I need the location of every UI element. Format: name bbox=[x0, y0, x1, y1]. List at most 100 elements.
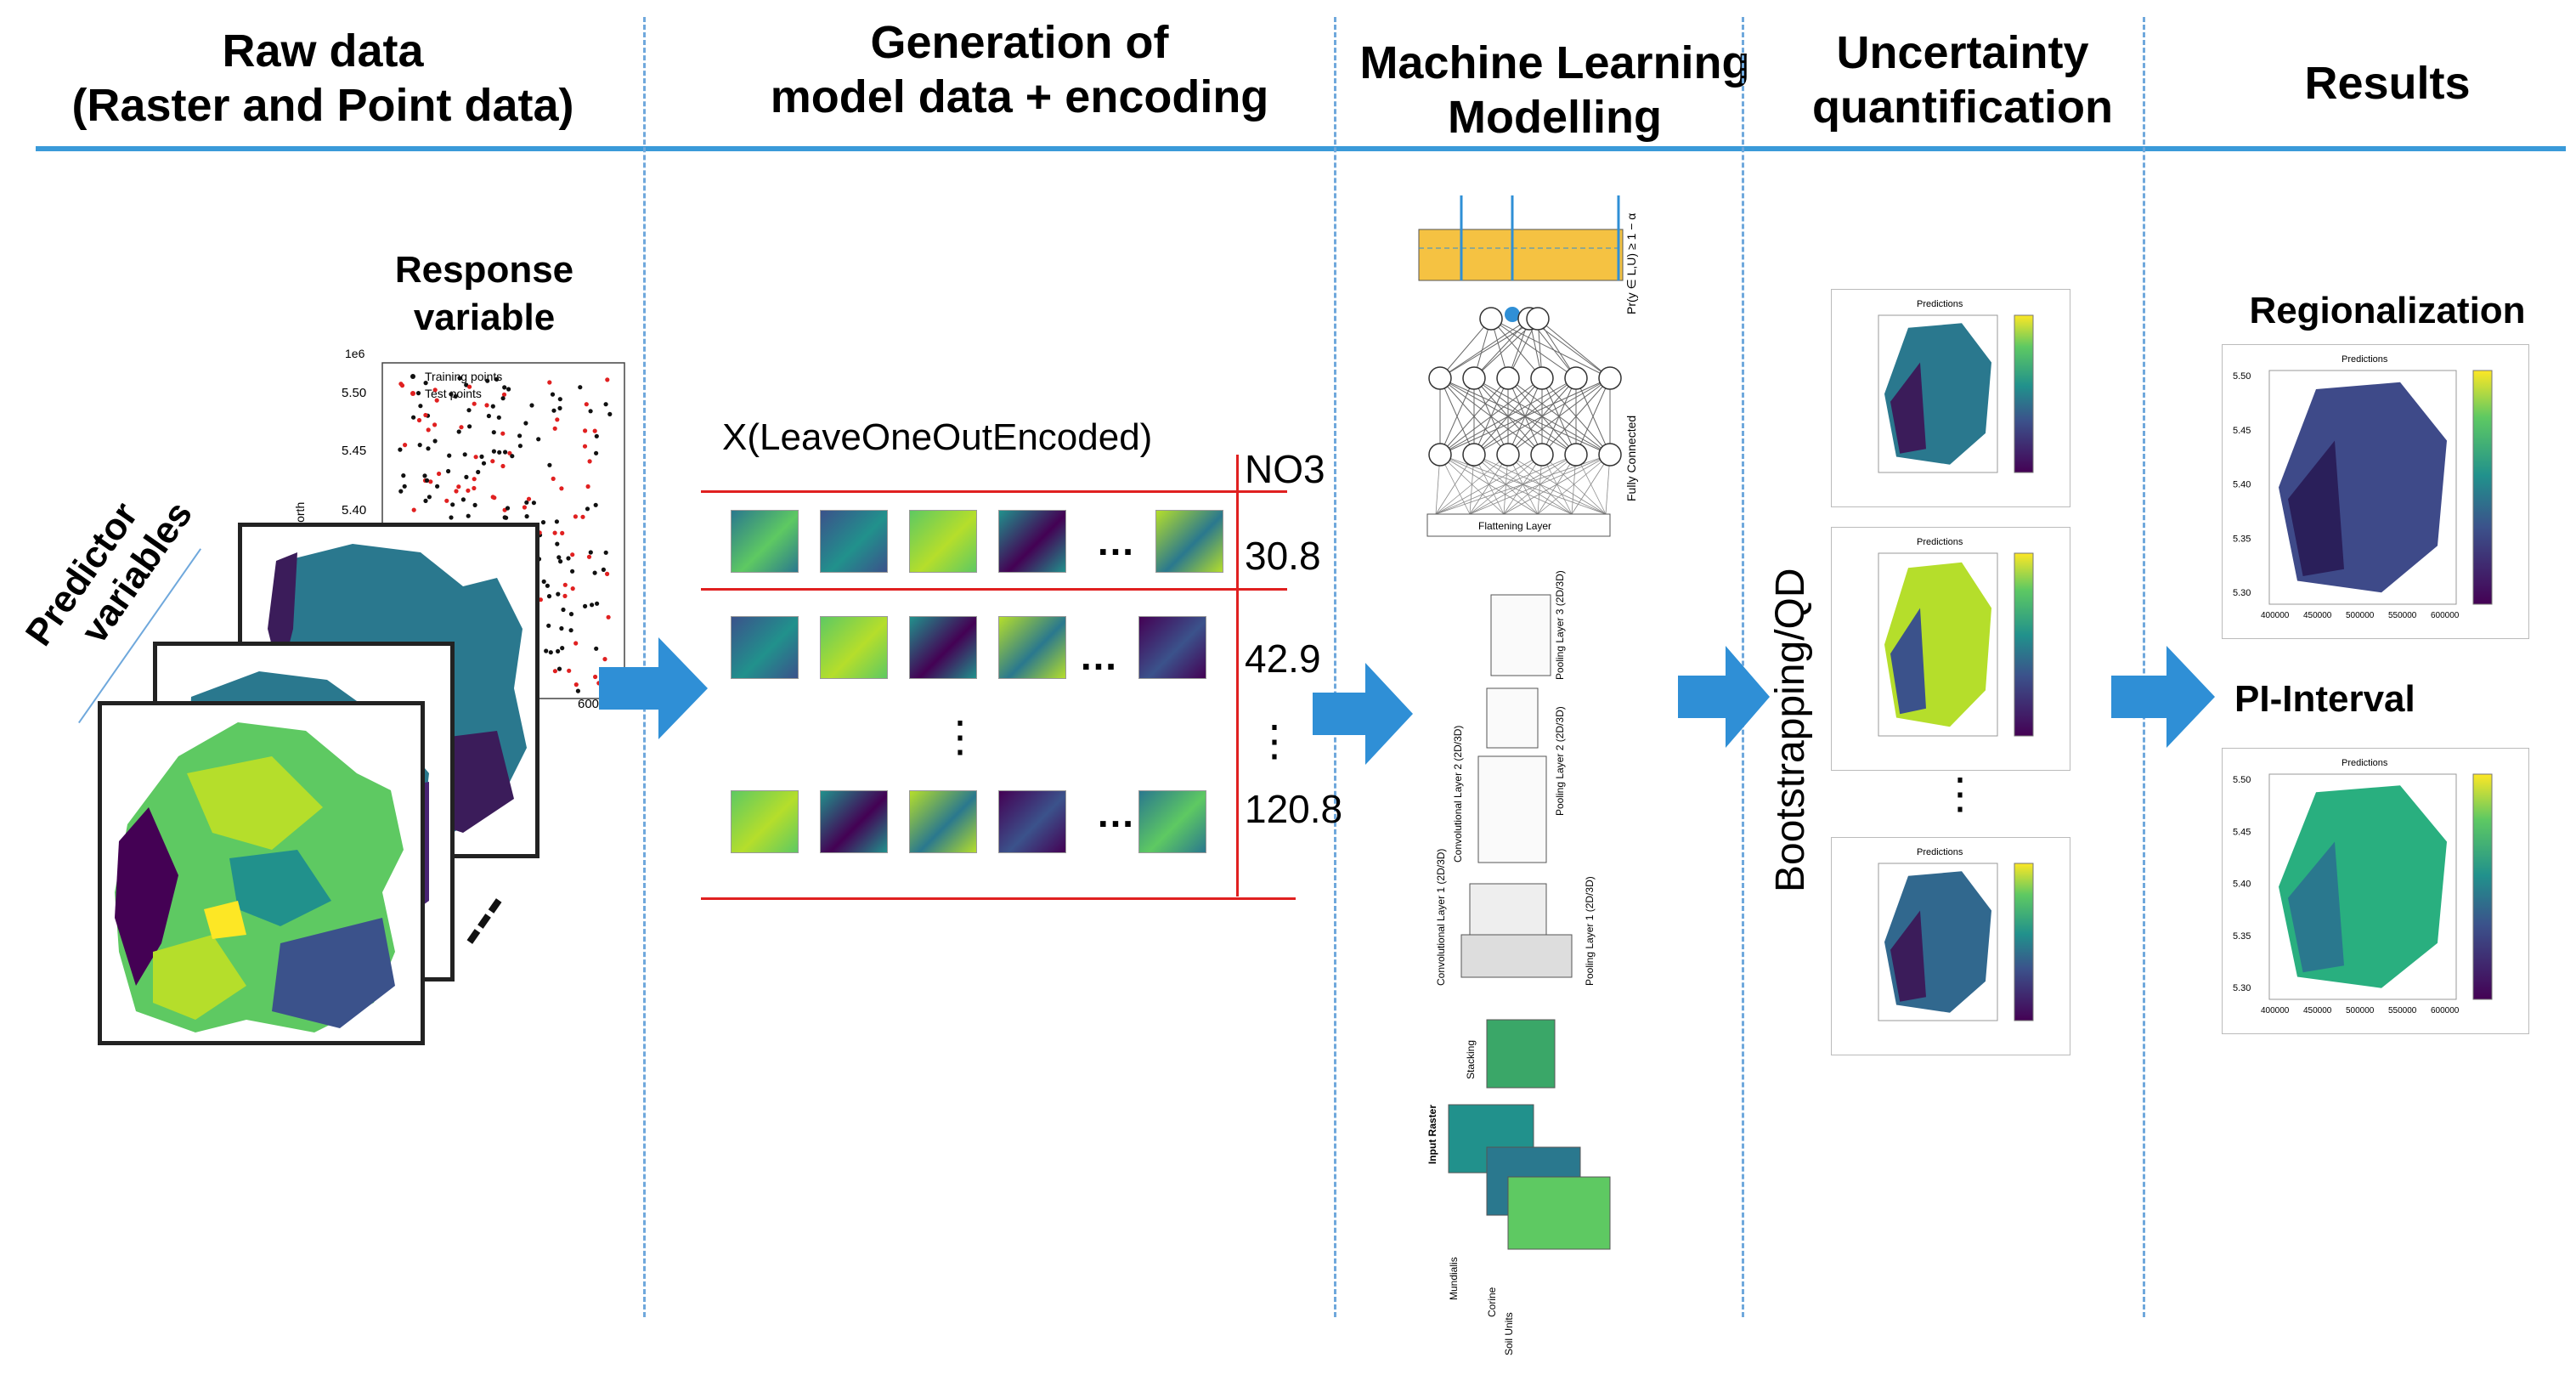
scatter-point bbox=[567, 668, 572, 673]
scatter-point bbox=[500, 463, 506, 469]
separator-4 bbox=[2143, 17, 2145, 1317]
scatter-point bbox=[484, 403, 489, 408]
ml-title-line2: Modelling bbox=[1448, 92, 1662, 143]
scatter-point bbox=[590, 602, 595, 608]
fully-connected-net bbox=[1428, 307, 1622, 515]
nn-edge bbox=[1469, 454, 1611, 515]
scatter-point bbox=[497, 450, 502, 455]
map-ytick: 5.40 bbox=[2233, 480, 2251, 490]
scatter-ytick-2: 5.45 bbox=[342, 444, 366, 458]
arrow-4 bbox=[2111, 646, 2215, 748]
map-front-image bbox=[115, 722, 404, 1032]
row3-ellipsis: … bbox=[1096, 791, 1135, 835]
scatter-point bbox=[529, 403, 534, 408]
scatter-point bbox=[454, 489, 459, 494]
scatter-point bbox=[456, 429, 461, 434]
stage-title-uncertainty: Uncertainty quantification bbox=[1767, 25, 2158, 134]
nn-edge bbox=[1439, 377, 1543, 455]
scatter-point bbox=[491, 430, 496, 435]
scatter-point bbox=[585, 506, 590, 512]
scatter-point bbox=[485, 378, 490, 383]
scatter-point bbox=[554, 519, 559, 524]
scatter-point bbox=[411, 415, 416, 420]
gen-title-line1: Generation of bbox=[870, 17, 1169, 68]
scatter-ytick-1: 5.50 bbox=[342, 386, 366, 400]
scatter-point bbox=[472, 477, 477, 482]
scatter-point bbox=[490, 495, 495, 500]
table-bottom-line bbox=[701, 897, 1296, 900]
scatter-point bbox=[524, 514, 529, 519]
scatter-point bbox=[593, 674, 598, 680]
map-ytick: 5.35 bbox=[2233, 534, 2251, 544]
scatter-point bbox=[570, 586, 575, 591]
scatter-point bbox=[607, 411, 613, 416]
scatter-point bbox=[536, 437, 541, 442]
scatter-point bbox=[464, 474, 469, 479]
scatter-point bbox=[453, 393, 458, 399]
map-ytick: 5.50 bbox=[2233, 371, 2251, 382]
bootstrap-map-3: Predictions bbox=[1831, 837, 2070, 1055]
value-row1: 30.8 bbox=[1245, 534, 1321, 578]
scatter-point bbox=[467, 424, 472, 429]
scatter-point bbox=[449, 515, 454, 520]
conv1-label: Convolutional Layer 1 (2D/3D) bbox=[1435, 849, 1447, 986]
scatter-point bbox=[559, 486, 564, 491]
scatter-ytick-3: 5.40 bbox=[342, 503, 366, 518]
scatter-point bbox=[541, 579, 546, 584]
nn-edge bbox=[1541, 377, 1611, 455]
encoded-tile bbox=[998, 510, 1066, 573]
pool2-label: Pooling Layer 2 (2D/3D) bbox=[1554, 706, 1566, 816]
results-title: Results bbox=[2304, 58, 2471, 109]
scatter-point bbox=[423, 498, 428, 503]
value-row3: 120.8 bbox=[1245, 787, 1343, 831]
scatter-point bbox=[462, 452, 467, 457]
pi-interval-label: PI-Interval bbox=[2234, 678, 2415, 720]
scatter-point bbox=[544, 648, 549, 653]
encoded-tile bbox=[909, 510, 977, 573]
scatter-point bbox=[449, 392, 454, 397]
scatter-point bbox=[562, 582, 568, 587]
scatter-point bbox=[605, 571, 610, 576]
nn-edge bbox=[1439, 377, 1475, 455]
separator-2 bbox=[1334, 17, 1336, 1317]
map-region-detail bbox=[1890, 910, 1926, 1002]
nn-node bbox=[1428, 366, 1452, 390]
nn-node bbox=[1479, 307, 1503, 331]
nn-edge bbox=[1435, 454, 1475, 515]
regionalization-label: Regionalization bbox=[2249, 290, 2526, 331]
scatter-point bbox=[466, 513, 471, 518]
pool1-label: Pooling Layer 1 (2D/3D) bbox=[1584, 876, 1596, 986]
colorbar bbox=[2472, 370, 2493, 605]
scatter-point bbox=[510, 454, 515, 459]
predictor-variables-label: Predictor variables bbox=[17, 420, 235, 679]
row1-ellipsis: … bbox=[1096, 519, 1135, 563]
scatter-point bbox=[496, 415, 501, 420]
scatter-point bbox=[603, 402, 608, 407]
nn-edge bbox=[1537, 318, 1577, 379]
rows-vertical-ellipsis: ⋮ bbox=[939, 713, 981, 761]
nn-node bbox=[1564, 443, 1588, 467]
scatter-point bbox=[467, 384, 472, 389]
map-region-detail bbox=[2288, 841, 2344, 973]
nn-edge bbox=[1435, 454, 1509, 515]
scatter-point bbox=[415, 391, 421, 396]
scatter-point bbox=[556, 666, 562, 671]
scatter-point bbox=[473, 455, 478, 460]
scatter-point bbox=[466, 488, 471, 493]
response-line1: Response bbox=[394, 249, 574, 291]
map-title: Predictions bbox=[2342, 354, 2388, 365]
scatter-point bbox=[423, 412, 428, 418]
nn-edge bbox=[1435, 454, 1543, 515]
encoded-tile bbox=[1138, 790, 1206, 853]
scatter-point bbox=[523, 421, 528, 426]
scatter-point bbox=[524, 500, 529, 505]
scatter-point bbox=[494, 376, 500, 382]
scatter-point bbox=[601, 567, 606, 572]
scatter-point bbox=[418, 404, 423, 409]
map-xtick: 450000 bbox=[2303, 1006, 2332, 1015]
raw-title-line1: Raw data bbox=[222, 25, 424, 76]
scatter-point bbox=[573, 682, 579, 687]
header-rule bbox=[36, 146, 2566, 151]
scatter-point bbox=[575, 688, 580, 693]
